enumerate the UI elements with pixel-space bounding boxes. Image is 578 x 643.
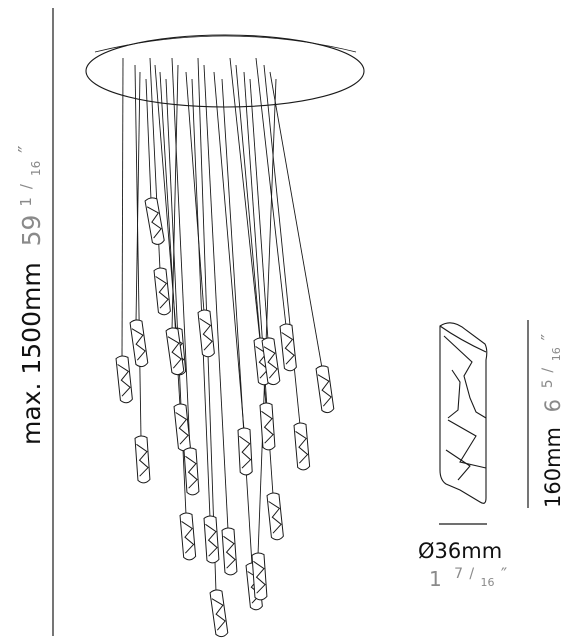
pendant-height-imperial-den: 16 — [550, 347, 563, 361]
pendant-cluster — [115, 197, 335, 638]
pendant-tube — [134, 435, 151, 484]
pendant-tube — [279, 323, 297, 372]
overall-height-label: max. 1500mm 59 1 / 16 ″ — [8, 145, 46, 445]
diameter-imperial-whole: 1 — [429, 567, 442, 591]
overall-height-imperial-num: 1 — [17, 197, 35, 207]
pendant-detail — [439, 322, 488, 504]
pendant-tube — [221, 527, 238, 576]
pendant-tube — [144, 197, 165, 245]
suspension-cable — [121, 57, 124, 359]
suspension-cable — [145, 78, 152, 201]
pendant-tube — [153, 267, 171, 316]
suspension-cable — [213, 71, 245, 431]
suspension-cable — [221, 78, 253, 566]
overall-height-imperial-whole: 59 — [17, 215, 46, 247]
pendant-height-imperial-whole: 6 — [541, 399, 565, 412]
overall-height-metric: max. 1500mm — [17, 262, 46, 445]
suspension-cable — [229, 57, 261, 341]
suspension-cable — [185, 71, 205, 313]
overall-height-imperial-den: 16 — [29, 161, 43, 176]
suspension-cable — [249, 78, 269, 341]
suspension-cable — [171, 57, 191, 451]
pendant-tube — [165, 327, 185, 376]
pendant-height-imperial-mark: ″ — [538, 334, 559, 341]
pendant-tube — [266, 492, 284, 541]
pendant-tube — [293, 422, 311, 471]
overall-height-imperial-mark: ″ — [14, 145, 38, 152]
diameter-imperial-mark: ″ — [501, 565, 507, 585]
suspension-cable — [269, 71, 323, 369]
pendant-tube — [203, 515, 220, 564]
pendant-tube — [115, 355, 133, 404]
suspension-cable — [135, 71, 141, 323]
pendant-tube — [315, 365, 335, 414]
diameter-imperial-den: 16 — [480, 576, 494, 589]
pendant-tube — [179, 512, 197, 561]
diameter-metric-label: Ø36mm — [418, 539, 502, 563]
pendant-tube — [209, 589, 229, 638]
pendant-height-imperial-num: 5 — [540, 379, 556, 388]
suspension-cable — [191, 78, 211, 519]
pendant-height-label: 160mm 6 5 / 16 ″ — [533, 334, 565, 508]
suspension-cable — [257, 78, 277, 556]
pendant-tube — [183, 447, 200, 496]
suspension-cable — [171, 64, 179, 331]
pendant-tube — [251, 552, 268, 601]
pendant-tube — [129, 319, 149, 368]
pendant-tube — [261, 337, 281, 386]
suspension-cable — [255, 57, 287, 327]
pendant-tube — [237, 427, 253, 476]
suspension-cable — [203, 64, 229, 531]
suspension-cable — [134, 64, 142, 439]
pendant-height-metric: 160mm — [541, 427, 565, 508]
pendant-tube — [173, 403, 191, 452]
ceiling-canopy — [85, 34, 365, 108]
pendant-tube — [197, 309, 215, 358]
pendant-tube — [259, 402, 276, 451]
diameter-imperial-label: 1 7 / 16 ″ — [429, 559, 507, 591]
diameter-imperial-num: 7 — [454, 566, 463, 582]
